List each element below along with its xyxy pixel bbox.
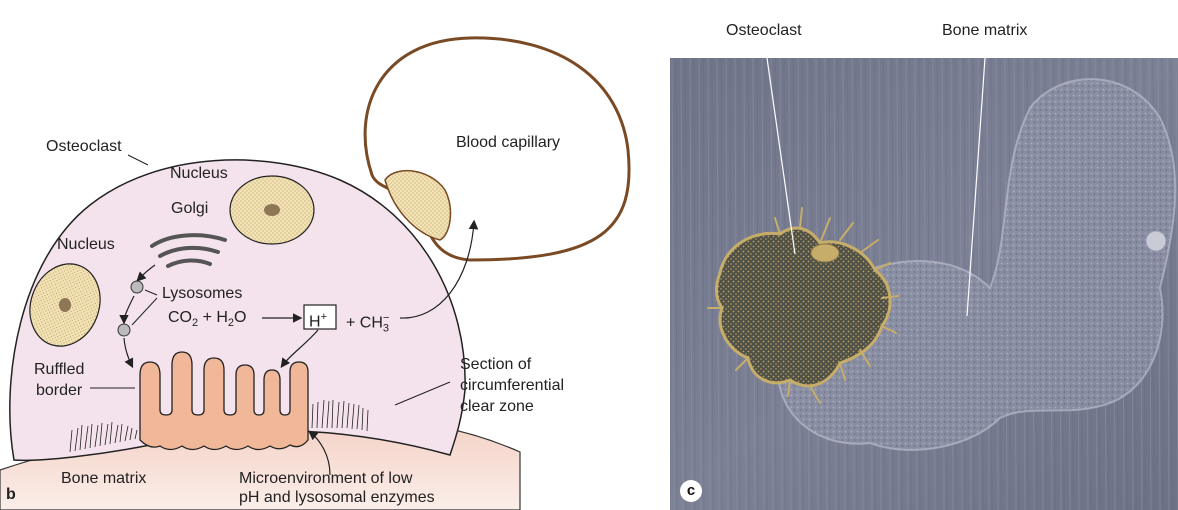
clear-zone-right: [311, 399, 369, 432]
osteoclast-diagram: [0, 36, 631, 510]
lysosome: [117, 323, 131, 337]
label-nucleus-left: Nucleus: [57, 236, 115, 253]
label-section-of: Section of: [460, 356, 532, 373]
panel-letter-c: c: [680, 480, 702, 502]
label-golgi: Golgi: [171, 200, 209, 217]
sem-micrograph: [670, 58, 1178, 510]
h2o-h: H: [216, 309, 228, 326]
label-h-plus: H+: [309, 308, 327, 331]
photo-label-osteoclast: Osteoclast: [726, 22, 802, 39]
h-text: H: [309, 313, 321, 331]
h-sup: +: [320, 311, 327, 323]
label-micro-2: pH and lysosomal enzymes: [239, 489, 435, 506]
photo-label-bone-matrix: Bone matrix: [942, 22, 1028, 39]
label-lysosomes: Lysosomes: [162, 285, 243, 302]
osteoclast-cell-photo: [715, 226, 892, 388]
label-clear-zone: clear zone: [460, 398, 534, 415]
ch3-text: + CH: [346, 314, 383, 332]
endothelial-nucleus: [384, 170, 452, 241]
panel-letter-b: b: [6, 486, 16, 503]
label-bone-matrix: Bone matrix: [61, 470, 147, 487]
label-ruffled: Ruffled: [34, 361, 85, 378]
lysosome: [130, 280, 144, 294]
label-circumferential: circumferential: [460, 377, 565, 394]
ch3-sub: 3: [382, 322, 390, 335]
ch3-sup: −: [383, 312, 390, 324]
h-plus-box: [303, 304, 337, 330]
label-reaction: CO2 + H2O: [168, 309, 247, 332]
label-nucleus-top: Nucleus: [170, 165, 228, 182]
debris-particle: [1145, 230, 1167, 252]
label-blood-capillary: Blood capillary: [456, 134, 561, 151]
h2o-sub: 2: [227, 317, 235, 330]
osteoclast-processes: [707, 207, 899, 404]
label-ch3: + CH3−: [346, 309, 389, 338]
label-micro-1: Microenvironment of low: [239, 470, 413, 487]
plus-text: +: [198, 309, 217, 326]
co2-text: CO: [168, 309, 192, 326]
resorption-pit: [778, 79, 1176, 450]
ruffled-border: [139, 351, 309, 451]
label-border: border: [36, 382, 83, 399]
label-osteoclast: Osteoclast: [46, 138, 122, 155]
golgi-apparatus: [150, 233, 227, 268]
clear-zone-left: [69, 421, 138, 453]
h2o-o: O: [234, 309, 247, 326]
co2-sub: 2: [192, 317, 199, 330]
